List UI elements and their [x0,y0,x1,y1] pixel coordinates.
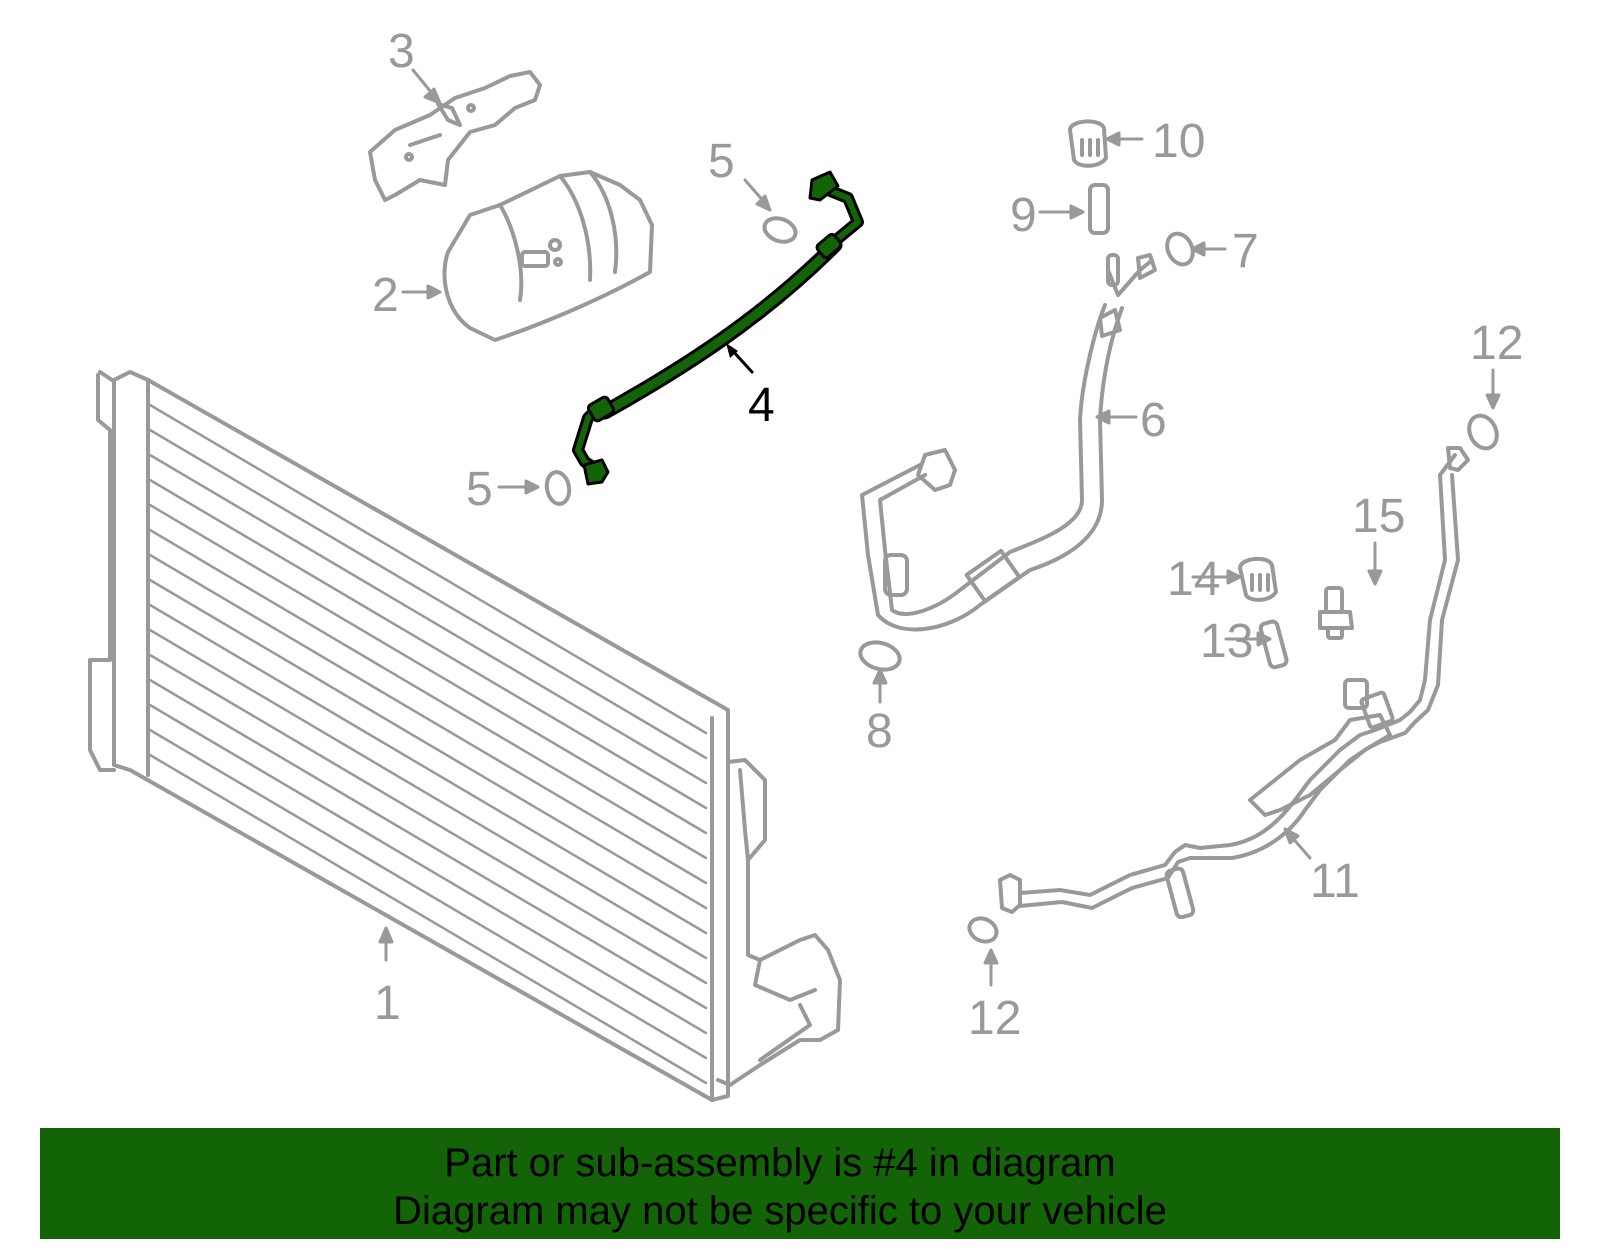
suction-line-part[interactable] [860,253,1157,632]
callout-8: 8 [866,705,893,758]
liquid-line-part[interactable] [998,446,1470,914]
callout-12-upper: 12 [1470,317,1524,370]
callout-12-lower: 12 [968,992,1022,1045]
banner-disclaimer-line: Diagram may not be specific to your vehi… [393,1189,1167,1233]
discharge-hose-part-4[interactable] [572,170,864,486]
valve-core-13[interactable] [1164,866,1196,920]
callout-7: 7 [1232,225,1259,278]
callout-15: 15 [1352,490,1406,543]
callout-5-lower: 5 [466,463,493,516]
callout-1: 1 [374,977,401,1030]
service-cap-10[interactable] [1068,119,1108,168]
o-ring-7[interactable] [1162,229,1197,268]
condenser-part[interactable] [88,370,842,1102]
compressor-bracket-part[interactable] [368,70,542,202]
callout-5-upper: 5 [708,135,735,188]
callout-2: 2 [372,269,399,322]
o-ring-5-upper[interactable] [761,214,799,246]
callout-4: 4 [748,379,775,432]
o-ring-12-upper[interactable] [1464,411,1502,453]
callout-10: 10 [1152,115,1206,168]
pressure-sensor-15[interactable] [1318,586,1354,640]
o-ring-5-lower[interactable] [544,470,572,506]
valve-core-9[interactable] [1088,183,1110,235]
callout-11: 11 [1310,855,1360,908]
leader-arrows [378,68,1501,987]
o-ring-12-lower[interactable] [966,914,1001,946]
callout-3: 3 [388,25,415,78]
compressor-part[interactable] [442,170,654,342]
banner-part-line: Part or sub-assembly is #4 in diagram [444,1141,1116,1185]
callout-6: 6 [1140,394,1167,447]
callout-13: 13 [1200,615,1254,668]
o-ring-8[interactable] [857,638,902,673]
part-info-banner: Part or sub-assembly is #4 in diagram Di… [40,1128,1560,1239]
callout-9: 9 [1010,189,1037,242]
callout-14: 14 [1167,553,1221,606]
service-cap-14[interactable] [1238,556,1278,602]
